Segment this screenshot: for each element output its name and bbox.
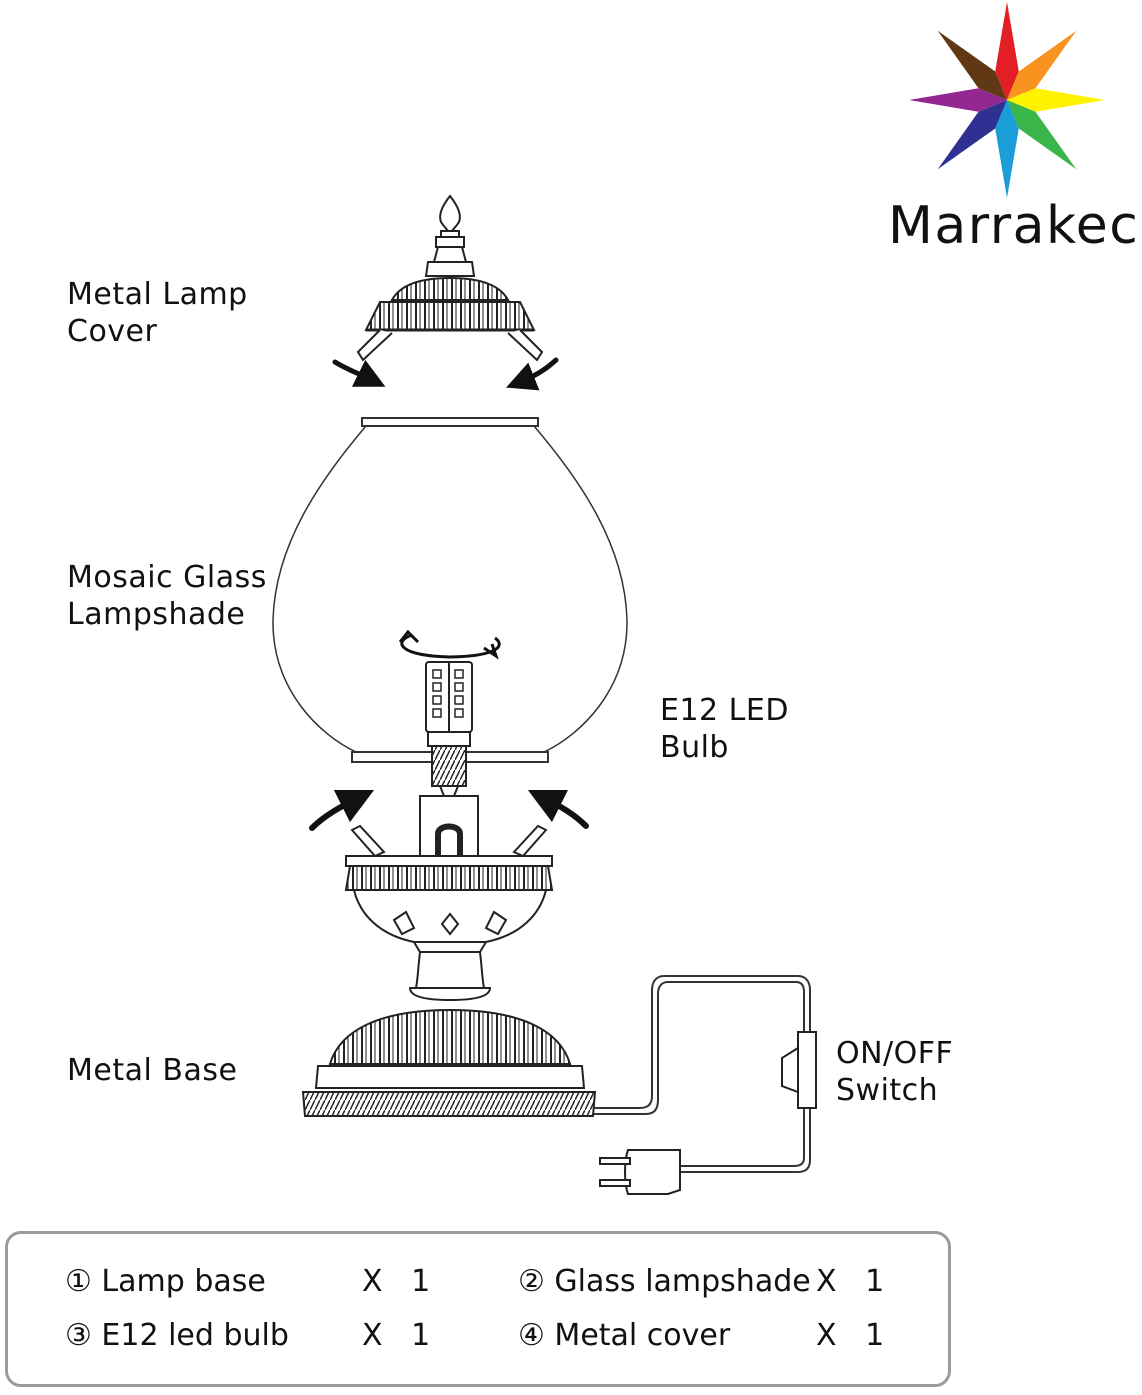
power-plug-drawing bbox=[599, 1149, 681, 1195]
label-metal-lamp-cover: Metal Lamp Cover bbox=[67, 277, 248, 349]
star-petal-1 bbox=[1007, 30, 1077, 101]
on-off-switch-drawing bbox=[781, 1031, 817, 1109]
part-qty-glass-lampshade: X 1 bbox=[816, 1264, 885, 1299]
part-qty-lamp-base: X 1 bbox=[362, 1264, 431, 1299]
e12-led-bulb-drawing bbox=[425, 661, 473, 797]
part-item-metal-cover: ④ Metal cover bbox=[518, 1318, 731, 1353]
star-petal-4 bbox=[995, 100, 1019, 198]
star-petal-3 bbox=[1007, 100, 1077, 170]
star-petal-5 bbox=[937, 100, 1007, 170]
metal-lamp-cover-drawing bbox=[356, 194, 544, 362]
star-petal-2 bbox=[1007, 88, 1105, 112]
label-mosaic-glass-lampshade: Mosaic Glass Lampshade bbox=[67, 560, 267, 632]
star-petal-0 bbox=[995, 2, 1019, 100]
part-qty-e12-led-bulb: X 1 bbox=[362, 1318, 431, 1353]
attach-arrows-top bbox=[332, 357, 559, 391]
star-petal-6 bbox=[909, 88, 1007, 112]
part-item-glass-lampshade: ② Glass lampshade bbox=[518, 1264, 811, 1299]
socket-drawing bbox=[419, 795, 479, 857]
part-qty-metal-cover: X 1 bbox=[816, 1318, 885, 1353]
power-cord bbox=[593, 975, 811, 1173]
label-metal-base: Metal Base bbox=[67, 1053, 238, 1088]
part-item-lamp-base: ① Lamp base bbox=[65, 1264, 266, 1299]
label-e12-led-bulb: E12 LED Bulb bbox=[660, 693, 789, 765]
base-clips bbox=[350, 824, 548, 858]
brand-name: Marrakech bbox=[888, 196, 1142, 256]
attach-arrows-bottom bbox=[309, 789, 589, 831]
marrakech-star-logo bbox=[909, 2, 1105, 198]
rotate-arrow-icon bbox=[398, 629, 501, 660]
star-petal-7 bbox=[937, 30, 1007, 101]
parts-list-box bbox=[5, 1231, 951, 1387]
part-item-e12-led-bulb: ③ E12 led bulb bbox=[65, 1318, 289, 1353]
metal-base-drawing bbox=[301, 855, 597, 1117]
lamp-assembly-diagram bbox=[272, 194, 817, 1195]
label-on-off-switch: ON/OFF Switch bbox=[836, 1036, 954, 1108]
